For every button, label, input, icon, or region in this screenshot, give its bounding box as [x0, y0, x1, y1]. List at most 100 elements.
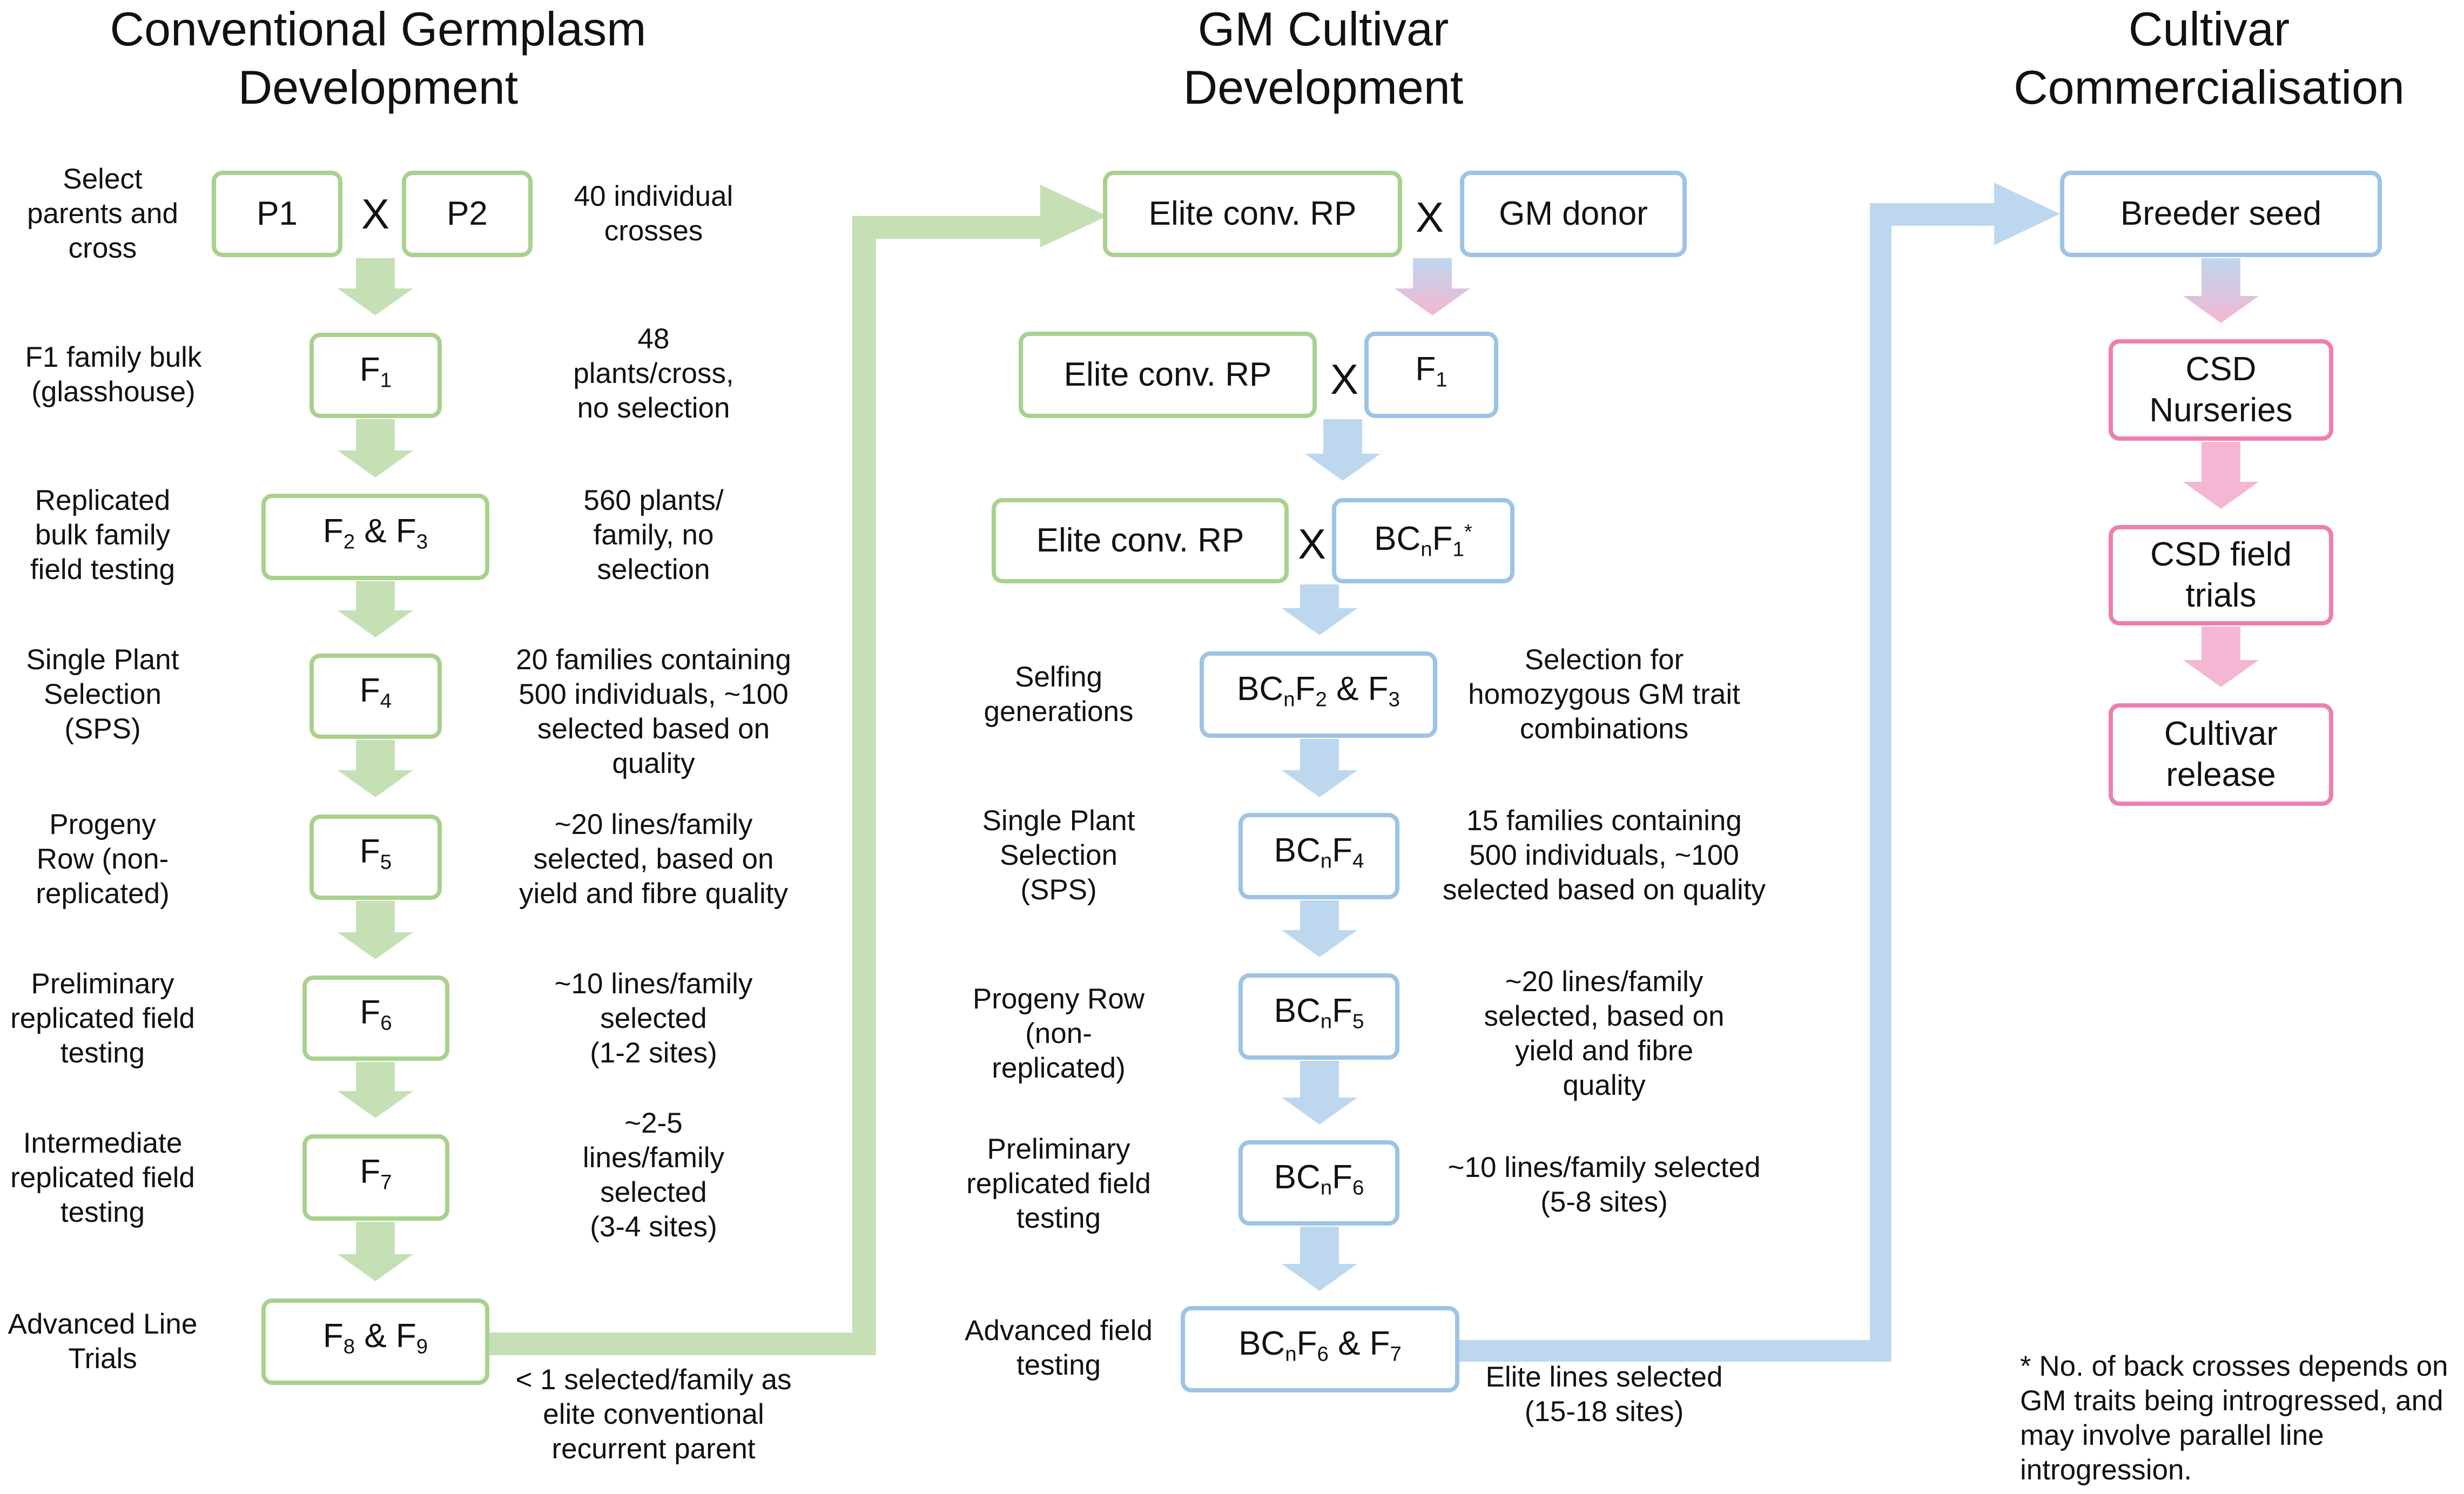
gm-label-preliminary: Preliminary replicated field testing [966, 1133, 1151, 1234]
box-bcnf5: BCnF5 [1238, 973, 1399, 1060]
box-p2: P2 [402, 171, 533, 257]
box-csd-nurseries: CSD Nurseries [2109, 339, 2333, 441]
conv-arrow-1 [338, 258, 413, 315]
box-f1: F1 [309, 333, 442, 418]
comm-arrow-2 [2183, 442, 2259, 509]
box-p1: P1 [212, 171, 342, 257]
conv-note-advanced: < 1 selected/family as elite conventiona… [515, 1364, 792, 1465]
comm-arrow-3 [2183, 627, 2259, 687]
header-conventional: Conventional Germplasm Development [110, 2, 647, 114]
conv-label-select-parents: Select parents and cross [27, 163, 178, 264]
gm-note-sps: 15 families containing 500 individuals, … [1442, 805, 1766, 906]
conv-note-sps: 20 families containing 500 individuals, … [516, 644, 791, 779]
box-elite-rp-3: Elite conv. RP [992, 498, 1289, 583]
conv-label-sps: Single Plant Selection (SPS) [26, 644, 179, 745]
gm-arrow-7 [1282, 1227, 1357, 1291]
box-f1-label: F1 [359, 351, 392, 392]
box-f5: F5 [309, 815, 442, 900]
conv-arrow-3 [338, 581, 413, 637]
box-breeder-seed-label: Breeder seed [2120, 195, 2322, 232]
conv-arrow-4 [338, 740, 413, 797]
box-f7: F7 [302, 1134, 449, 1221]
box-bcnf4-label: BCnF4 [1274, 832, 1364, 873]
conv-note-preliminary: ~10 lines/family selected (1-2 sites) [554, 968, 753, 1069]
gm-arrow-6 [1282, 1061, 1357, 1125]
header-commercial: Cultivar Commercialisation [2014, 2, 2405, 114]
box-bcnf2-f3: BCnF2 & F3 [1200, 651, 1437, 738]
box-f7-label: F7 [360, 1153, 392, 1194]
box-f4: F4 [309, 654, 442, 739]
box-bcnf2-f3-label: BCnF2 & F3 [1237, 670, 1400, 711]
box-gm-donor-label: GM donor [1499, 195, 1648, 232]
header-gm: GM Cultivar Development [1183, 2, 1464, 114]
conv-label-preliminary: Preliminary replicated field testing [10, 968, 195, 1069]
box-f8-f9: F8 & F9 [261, 1298, 489, 1385]
box-bcnf1: BCnF1* [1332, 498, 1514, 583]
box-f6-label: F6 [360, 994, 392, 1035]
gm-note-progeny: ~20 lines/family selected, based on yiel… [1484, 966, 1725, 1101]
comm-arrow-1 [2183, 258, 2259, 323]
gm-arrow-1 [1395, 258, 1470, 315]
box-elite-rp-1: Elite conv. RP [1103, 171, 1402, 257]
conv-label-progeny-row: Progeny Row (non- replicated) [36, 809, 170, 910]
box-bcnf5-label: BCnF5 [1274, 992, 1364, 1033]
cross-symbol: X [1415, 193, 1444, 241]
conv-arrow-7 [338, 1222, 413, 1281]
box-csd-field-trials: CSD field trials [2109, 525, 2333, 625]
box-elite-rp-2: Elite conv. RP [1019, 332, 1317, 418]
conv-arrow-5 [338, 901, 413, 959]
conv-note-f23: 560 plants/ family, no selection [583, 484, 724, 586]
conv-note-intermediate: ~2-5 lines/family selected (3-4 sites) [582, 1107, 725, 1243]
box-csd-nurseries-label: CSD Nurseries [2149, 351, 2293, 429]
box-bcnf6-f7-label: BCnF6 & F7 [1238, 1325, 1402, 1366]
conv-arrow-2 [338, 419, 413, 477]
box-f4-label: F4 [359, 672, 392, 713]
box-f6: F6 [302, 975, 449, 1061]
conv-note-crosses: 40 individual crosses [574, 180, 733, 247]
conv-label-f1-bulk: F1 family bulk (glasshouse) [25, 341, 202, 408]
gm-label-progeny: Progeny Row (non- replicated) [972, 983, 1145, 1084]
box-f2-f3: F2 & F3 [261, 494, 489, 580]
conv-note-progeny: ~20 lines/family selected, based on yiel… [519, 809, 788, 910]
cross-symbol: X [361, 190, 390, 238]
box-f2-f3-label: F2 & F3 [322, 513, 428, 554]
box-bcnf6-f7: BCnF6 & F7 [1181, 1306, 1459, 1392]
conv-note-f1: 48 plants/cross, no selection [573, 323, 734, 424]
cross-symbol: X [1330, 355, 1359, 403]
gm-arrow-5 [1282, 900, 1357, 957]
footnote: * No. of back crosses depends on GM trai… [2020, 1350, 2448, 1486]
box-bcnf4: BCnF4 [1238, 813, 1399, 899]
conv-label-replicated-bulk: Replicated bulk family field testing [30, 484, 176, 586]
gm-arrow-4 [1282, 739, 1357, 797]
gm-label-advanced: Advanced field testing [965, 1315, 1153, 1381]
box-f5-label: F5 [359, 833, 392, 874]
box-bcnf1-label: BCnF1* [1374, 520, 1472, 561]
box-p1-label: P1 [257, 195, 298, 232]
gm-note-advanced: Elite lines selected (15-18 sites) [1485, 1361, 1723, 1428]
conv-arrow-6 [338, 1062, 413, 1118]
box-cultivar-release-label: Cultivar release [2164, 715, 2278, 793]
gm-label-selfing: Selfing generations [984, 661, 1134, 728]
box-elite-rp-1-label: Elite conv. RP [1148, 195, 1357, 232]
box-bcnf6: BCnF6 [1238, 1140, 1399, 1226]
box-breeder-seed: Breeder seed [2060, 171, 2382, 257]
gm-arrow-3 [1282, 584, 1357, 635]
conv-label-intermediate: Intermediate replicated field testing [10, 1127, 195, 1228]
box-f8-f9-label: F8 & F9 [322, 1317, 428, 1358]
box-elite-rp-2-label: Elite conv. RP [1063, 356, 1272, 393]
gm-arrow-2 [1305, 419, 1381, 481]
cross-symbol: X [1297, 520, 1327, 568]
gm-label-sps: Single Plant Selection (SPS) [982, 805, 1135, 906]
conv-label-advanced-line: Advanced Line Trials [8, 1308, 198, 1375]
gm-note-preliminary: ~10 lines/family selected (5-8 sites) [1448, 1152, 1761, 1218]
box-gm-f1: F1 [1364, 332, 1498, 418]
box-p2-label: P2 [447, 195, 488, 232]
gm-note-selection: Selection for homozygous GM trait combin… [1468, 644, 1740, 745]
box-csd-field-trials-label: CSD field trials [2150, 536, 2292, 614]
box-gm-f1-label: F1 [1415, 351, 1448, 392]
box-bcnf6-label: BCnF6 [1274, 1159, 1364, 1200]
box-cultivar-release: Cultivar release [2109, 703, 2333, 806]
box-gm-donor: GM donor [1460, 171, 1687, 257]
box-elite-rp-3-label: Elite conv. RP [1036, 522, 1244, 559]
